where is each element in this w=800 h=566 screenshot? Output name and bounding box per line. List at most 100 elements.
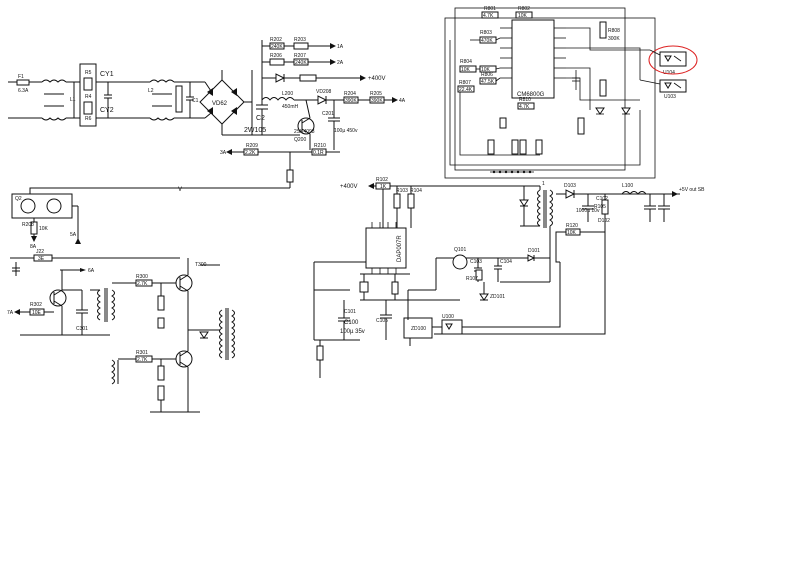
val-r300: 2.7K bbox=[137, 281, 148, 287]
val-r102: 1K bbox=[380, 184, 387, 190]
label-r302: R302 bbox=[30, 302, 42, 308]
val-r805: 10K bbox=[481, 67, 491, 73]
val-c102: 1000µ 10v bbox=[576, 208, 600, 214]
val-l200: 450mH bbox=[282, 104, 299, 110]
label-zd100: ZD100 bbox=[411, 326, 426, 332]
label-r808: R808 bbox=[608, 28, 620, 34]
label-r203: R203 bbox=[294, 37, 306, 43]
val-r207: 240K bbox=[295, 60, 307, 66]
val-r804: 10K bbox=[461, 67, 471, 73]
controller-chip-label: CM6800G bbox=[517, 92, 545, 98]
val-r808: 300K bbox=[608, 36, 620, 42]
label-r105: R105 bbox=[594, 204, 606, 210]
label-r810: R810 bbox=[519, 97, 531, 103]
label-zd101: ZD101 bbox=[490, 294, 505, 300]
label-c2-value: 2W105 bbox=[244, 127, 266, 134]
val-r302: 10E bbox=[32, 310, 42, 316]
val-r202: 240K bbox=[271, 44, 283, 50]
label-u100: U100 bbox=[442, 314, 454, 320]
flyback-rail-400v: +400V bbox=[340, 184, 358, 190]
label-opto-top: U104 bbox=[663, 70, 675, 76]
label-c201: C201 bbox=[322, 111, 334, 117]
label-cy1: CY1 bbox=[100, 71, 114, 78]
label-q101: Q101 bbox=[454, 247, 466, 253]
flyback-pin-1: 1 bbox=[542, 181, 545, 187]
label-r120: R120 bbox=[566, 223, 578, 229]
node-v: V bbox=[178, 187, 182, 193]
node-7a: 7A bbox=[7, 310, 14, 316]
opto-bottom bbox=[659, 79, 687, 93]
label-c103: C103 bbox=[470, 259, 482, 265]
val-r204: 390K bbox=[345, 98, 357, 104]
label-cy2: CY2 bbox=[100, 107, 114, 114]
controller-section: CM6800G R801 R802 4.7K 10K R803 470K R80… bbox=[444, 6, 656, 179]
label-r806: R806 bbox=[481, 72, 493, 78]
label-r104: R104 bbox=[410, 188, 422, 194]
label-r807: R807 bbox=[459, 80, 471, 86]
label-c101: C101 bbox=[344, 309, 356, 315]
val-r806: 47.5K bbox=[481, 79, 495, 85]
label-l100: L100 bbox=[622, 183, 633, 189]
label-c102: C102 bbox=[596, 196, 608, 202]
optocouplers: U104 U103 bbox=[639, 45, 698, 100]
val-r301: 2.7K bbox=[137, 357, 148, 363]
opto-top bbox=[659, 51, 687, 67]
val-c100: 100µ 35v bbox=[340, 329, 365, 335]
label-d103: D103 bbox=[564, 183, 576, 189]
val-r801: 4.7K bbox=[483, 13, 494, 19]
label-j22: J22 bbox=[36, 249, 44, 255]
fuse-rating: 6.3A bbox=[18, 88, 29, 94]
half-bridge: J22 3E 6A R302 10E 7A C301 bbox=[7, 249, 235, 413]
label-r300: R300 bbox=[136, 274, 148, 280]
flyback-chip-label: DAP007R bbox=[397, 235, 403, 262]
label-c1: C1 bbox=[192, 98, 199, 104]
node-2a: 2A bbox=[337, 60, 344, 66]
val-r208: 10K bbox=[39, 226, 49, 232]
rail-400v: +400V bbox=[368, 76, 386, 82]
node-4a: 4A bbox=[399, 98, 406, 104]
val-r807: 22.4K bbox=[459, 87, 473, 93]
label-r204: R204 bbox=[344, 91, 356, 97]
label-c301: C301 bbox=[76, 326, 88, 332]
node-6a: 6A bbox=[88, 268, 95, 274]
label-r209: R209 bbox=[246, 143, 258, 149]
label-r6: R6 bbox=[85, 116, 92, 122]
label-r202: R202 bbox=[270, 37, 282, 43]
flyback-chip bbox=[365, 227, 407, 269]
label-opto-bottom: U103 bbox=[664, 94, 676, 100]
label-r102: R102 bbox=[376, 177, 388, 183]
label-r4: R4 bbox=[85, 94, 92, 100]
label-r107: R107 bbox=[466, 276, 478, 282]
val-r209: 2.2K bbox=[245, 150, 256, 156]
val-c201: 100µ 450v bbox=[334, 128, 358, 134]
input-filter-section: F1 6.3A R5 R4 R6 L1 CY1 CY2 bbox=[8, 63, 205, 127]
node-8a-left: 8A bbox=[30, 244, 37, 250]
label-r103: R103 bbox=[396, 188, 408, 194]
label-c105: C105 bbox=[376, 318, 388, 324]
label-5v-out: +5V out SB bbox=[679, 187, 705, 193]
label-r205: R205 bbox=[370, 91, 382, 97]
pfc-stage: +400V L200 450mH VD208 4A R204 R205 390K… bbox=[220, 73, 406, 188]
label-l2: L2 bbox=[148, 88, 154, 94]
node-1a: 1A bbox=[337, 44, 344, 50]
label-d102: D102 bbox=[598, 218, 610, 224]
val-r803: 470K bbox=[481, 38, 493, 44]
label-r801: R801 bbox=[484, 6, 496, 12]
node-5a: 5A bbox=[70, 232, 77, 238]
controller-chip bbox=[511, 19, 555, 99]
label-r210: R210 bbox=[314, 143, 326, 149]
part-q200: 2SK4093 bbox=[294, 129, 315, 135]
val-r802: 10K bbox=[518, 13, 528, 19]
fuse-ref: F1 bbox=[18, 74, 24, 80]
top-resistors: R202 R203 R206 R207 240K 240K 1A 2A bbox=[261, 37, 344, 100]
label-c2: C2 bbox=[256, 115, 265, 122]
val-r810: 4.7K bbox=[519, 104, 530, 110]
label-r206: R206 bbox=[270, 53, 282, 59]
label-r208: R208 bbox=[22, 222, 34, 228]
label-c104: C104 bbox=[500, 259, 512, 265]
label-q-left: Q2 bbox=[15, 196, 22, 202]
highlight-circle bbox=[648, 45, 698, 75]
label-c100: C100 bbox=[344, 320, 359, 326]
label-r301: R301 bbox=[136, 350, 148, 356]
